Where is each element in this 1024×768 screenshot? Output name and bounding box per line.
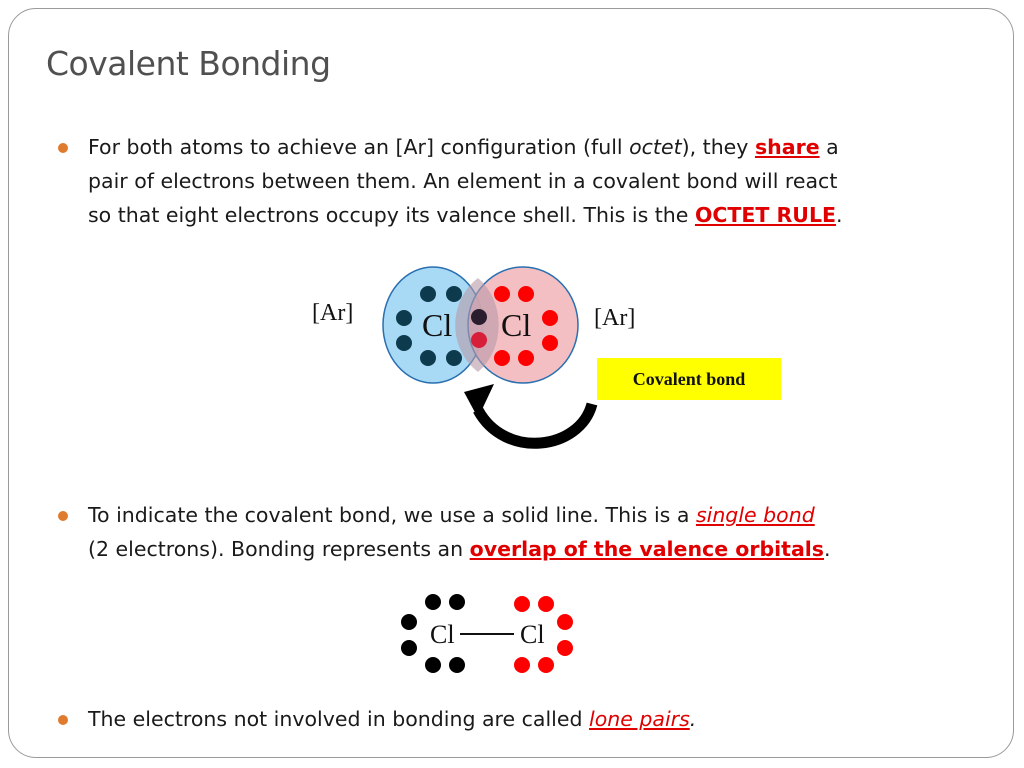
bullet-marker <box>58 511 68 521</box>
left-ar-label: [Ar] <box>312 300 354 326</box>
bullet-marker <box>58 143 68 153</box>
text: To indicate the covalent bond, we use a … <box>88 503 696 527</box>
bullet-1-line-2: pair of electrons between them. An eleme… <box>88 169 838 193</box>
bullet-3: The electrons not involved in bonding ar… <box>88 702 968 736</box>
text: . <box>824 537 831 561</box>
covalent-bond-callout: Covalent bond <box>597 358 781 400</box>
single-bond-emphasis: single bond <box>695 503 815 527</box>
octet-italic: octet <box>629 135 682 159</box>
text: . <box>836 203 843 227</box>
text: For both atoms to achieve an [Ar] config… <box>88 135 630 159</box>
overlap-emphasis: overlap of the valence orbitals <box>469 537 825 561</box>
octet-rule-emphasis: OCTET RULE <box>694 203 837 227</box>
bullet-1: For both atoms to achieve an [Ar] config… <box>88 130 968 232</box>
text: (2 electrons). Bonding represents an <box>88 537 470 561</box>
bullet-2: To indicate the covalent bond, we use a … <box>88 498 968 566</box>
share-emphasis: share <box>754 135 820 159</box>
slide-frame <box>8 8 1014 758</box>
text: . <box>689 707 697 731</box>
bullet-2-line-2: (2 electrons). Bonding represents an ove… <box>88 532 968 566</box>
bullet-2-line-1: To indicate the covalent bond, we use a … <box>88 498 968 532</box>
lone-pairs-emphasis: lone pairs <box>589 707 690 731</box>
text: a <box>819 135 839 159</box>
bullet-1-line-1: For both atoms to achieve an [Ar] config… <box>88 130 968 164</box>
bullet-marker <box>58 715 68 725</box>
slide-title: Covalent Bonding <box>46 44 331 83</box>
text: so that eight electrons occupy its valen… <box>88 203 695 227</box>
bullet-1-line-3: so that eight electrons occupy its valen… <box>88 198 968 232</box>
text: The electrons not involved in bonding ar… <box>88 707 590 731</box>
text: ), they <box>681 135 755 159</box>
right-ar-label: [Ar] <box>594 305 636 331</box>
